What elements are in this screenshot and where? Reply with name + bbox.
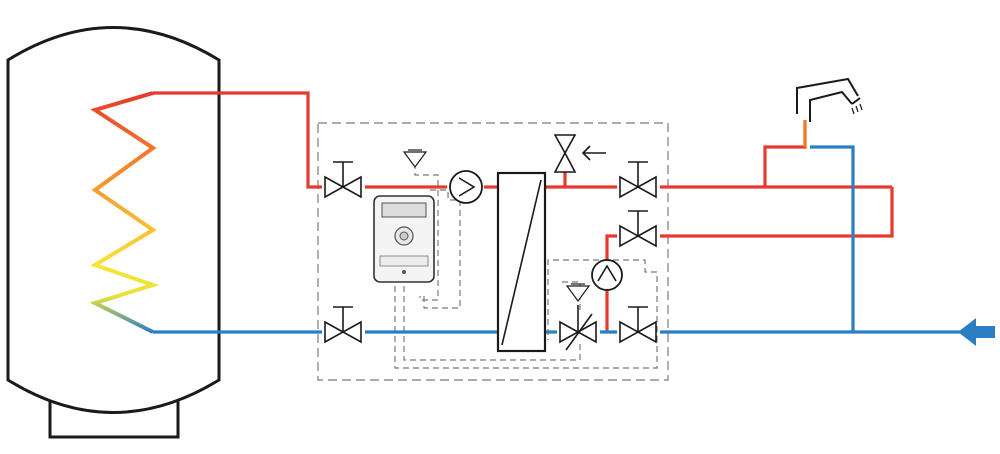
transfer-station-module bbox=[317, 122, 669, 381]
shower-icon bbox=[796, 77, 863, 122]
circulation-pump[interactable] bbox=[591, 259, 623, 291]
storage-tank bbox=[6, 26, 221, 439]
temperature-sensor-icon bbox=[402, 149, 428, 169]
arrow-left-icon bbox=[958, 318, 995, 346]
controller-unit[interactable] bbox=[373, 195, 435, 283]
thermostatic-mixing-valve[interactable] bbox=[559, 305, 597, 351]
heating-coil bbox=[89, 91, 160, 334]
balancing-valve[interactable] bbox=[553, 134, 606, 173]
valve-cold-return[interactable] bbox=[324, 306, 362, 344]
temperature-sensor-icon bbox=[565, 283, 591, 303]
plate-heat-exchanger bbox=[496, 171, 547, 353]
valve-cold-inlet[interactable] bbox=[619, 306, 657, 344]
valve-hot-outlet[interactable] bbox=[619, 161, 657, 199]
valve-circulation[interactable] bbox=[619, 210, 657, 248]
primary-circulation-pump[interactable] bbox=[449, 170, 483, 204]
valve-hot-inlet[interactable] bbox=[324, 161, 362, 199]
cold-water-pipes bbox=[153, 145, 968, 334]
